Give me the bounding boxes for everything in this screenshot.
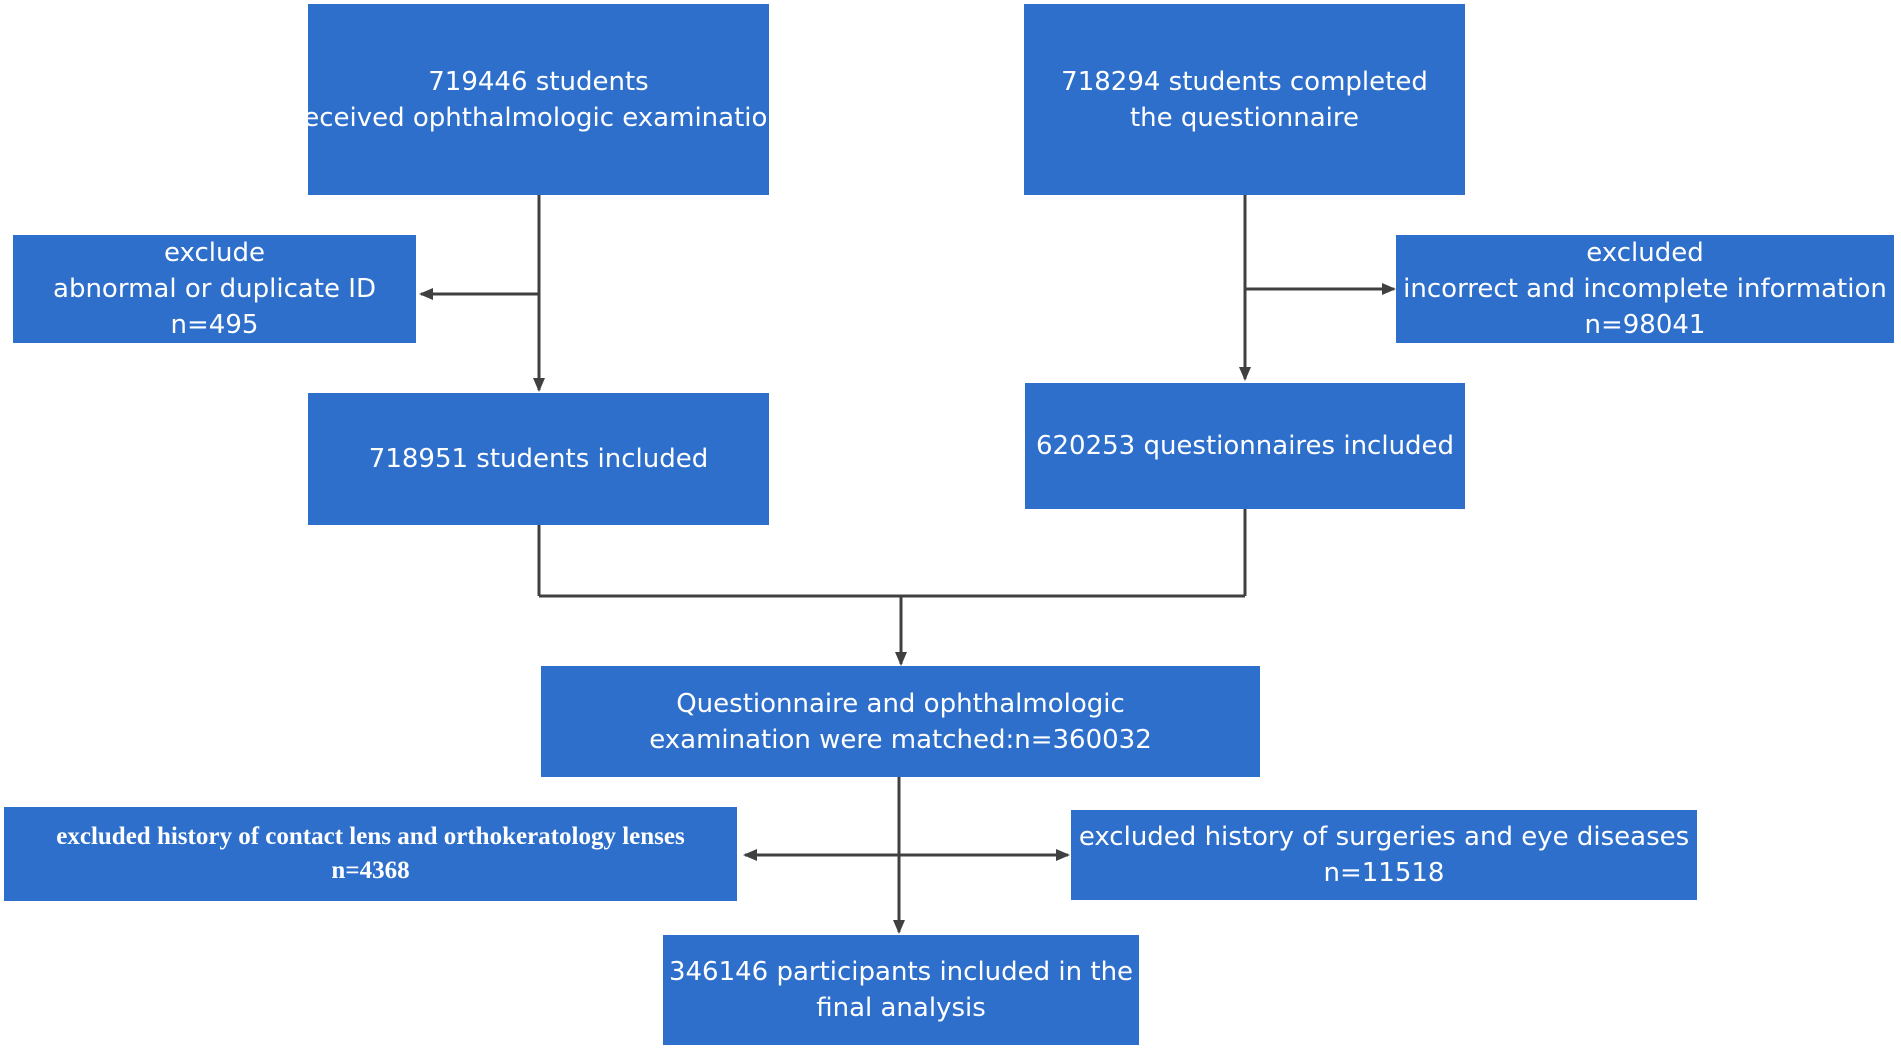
- final-analysis-box: 346146 participants included in the fina…: [663, 935, 1139, 1045]
- excluded-lens-count: n=4368: [331, 857, 410, 884]
- exclude-right-count: n=98041: [1584, 310, 1706, 340]
- final-analysis-line-2: final analysis: [816, 993, 986, 1023]
- excluded-lens-reason: excluded history of contact lens and ort…: [56, 823, 685, 850]
- exclude-left-box: exclude abnormal or duplicate ID n=495: [13, 235, 416, 343]
- matched-box: Questionnaire and ophthalmologic examina…: [541, 666, 1260, 777]
- questionnaire-box: 718294 students completed the questionna…: [1024, 4, 1465, 195]
- students-included-box: 718951 students included: [308, 393, 769, 525]
- exam-count: 719446 students: [428, 66, 649, 97]
- exclude-right-title: excluded: [1586, 238, 1704, 268]
- excluded-surgery-count: n=11518: [1323, 858, 1445, 888]
- students-included-label: 718951 students included: [368, 444, 709, 474]
- exclude-right-box: excluded incorrect and incomplete inform…: [1396, 235, 1894, 343]
- matched-line-1: Questionnaire and ophthalmologic: [676, 688, 1125, 719]
- excluded-surgery-box: excluded history of surgeries and eye di…: [1071, 810, 1697, 900]
- questionnaires-included-box: 620253 questionnaires included: [1025, 383, 1465, 509]
- excluded-lens-box: excluded history of contact lens and ort…: [4, 807, 737, 901]
- exam-box: 719446 students received ophthalmologic …: [293, 4, 784, 195]
- questionnaire-label: the questionnaire: [1129, 102, 1359, 133]
- questionnaire-count: 718294 students completed: [1061, 66, 1428, 97]
- exclude-left-reason: abnormal or duplicate ID: [53, 274, 376, 304]
- exclude-left-title: exclude: [164, 238, 265, 268]
- excluded-surgery-reason: excluded history of surgeries and eye di…: [1078, 822, 1690, 852]
- exam-label: received ophthalmologic examination: [293, 102, 784, 133]
- exclude-left-count: n=495: [170, 310, 259, 340]
- questionnaires-included-label: 620253 questionnaires included: [1035, 431, 1455, 461]
- final-analysis-line-1: 346146 participants included in the: [668, 957, 1134, 987]
- exclude-right-reason: incorrect and incomplete information: [1403, 274, 1887, 304]
- matched-line-2: examination were matched:n=360032: [649, 724, 1152, 755]
